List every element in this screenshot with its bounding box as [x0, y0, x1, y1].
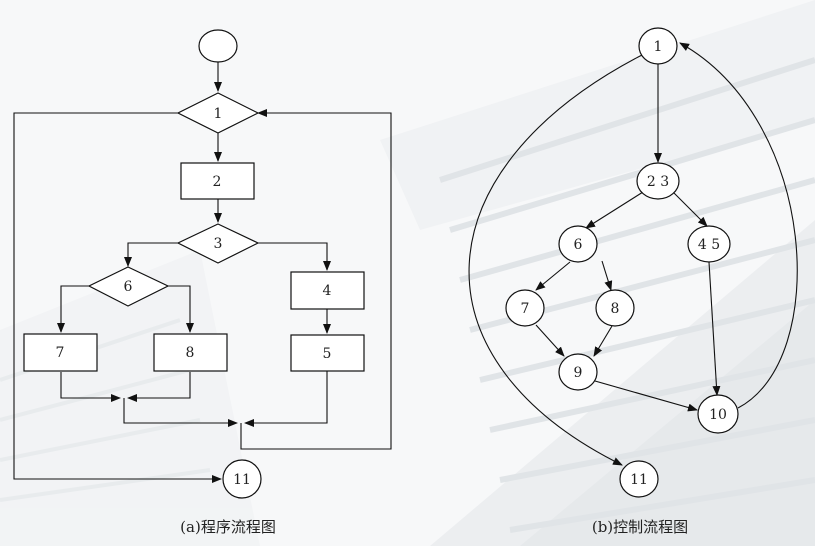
edge-45-10 — [708, 261, 721, 396]
program-flowchart: 1 2 3 4 5 6 7 — [13, 29, 392, 536]
edge-5-join — [244, 371, 328, 427]
cfg-node-4-5: 4 5 — [687, 225, 731, 263]
process-node-7: 7 — [23, 333, 98, 372]
cfg-node-10: 10 — [697, 394, 739, 434]
svg-text:7: 7 — [521, 301, 530, 317]
edge-3-4 — [258, 242, 331, 271]
edge-9-10 — [594, 380, 698, 412]
svg-text:4: 4 — [323, 283, 332, 299]
process-node-2: 2 — [180, 162, 255, 200]
svg-text:4 5: 4 5 — [698, 237, 720, 253]
caption-control-flow-graph: (b)控制流程图 — [592, 518, 688, 536]
edge-merge-join — [123, 398, 238, 427]
edge-23-6 — [585, 191, 644, 229]
edge-7-merge — [60, 372, 121, 402]
edge-6-8 — [168, 285, 194, 333]
svg-text:6: 6 — [574, 237, 583, 253]
cfg-node-2-3: 2 3 — [636, 162, 680, 200]
svg-text:10: 10 — [709, 407, 727, 423]
edge-10-1 — [679, 42, 798, 409]
edge-loop-back-1 — [240, 109, 392, 450]
svg-text:7: 7 — [56, 345, 65, 361]
edge-7-9 — [535, 324, 565, 357]
svg-text:5: 5 — [323, 346, 332, 362]
svg-text:2: 2 — [213, 174, 222, 190]
decision-node-1: 1 — [176, 92, 260, 134]
edge-23-45 — [672, 191, 708, 227]
process-node-8: 8 — [153, 333, 228, 372]
process-node-4: 4 — [290, 271, 365, 310]
caption-program-flowchart: (a)程序流程图 — [180, 518, 276, 536]
start-node — [198, 29, 238, 63]
svg-text:11: 11 — [630, 472, 648, 488]
svg-text:8: 8 — [186, 345, 195, 361]
edge-1-11 — [468, 54, 643, 466]
cfg-node-11: 11 — [619, 460, 659, 498]
control-flow-graph: 1 2 3 6 4 5 7 8 — [468, 27, 798, 536]
svg-text:8: 8 — [611, 301, 620, 317]
decision-node-3: 3 — [176, 223, 260, 264]
svg-text:1: 1 — [214, 106, 223, 122]
edge-1-11 — [13, 112, 222, 483]
edge-3-6 — [124, 242, 178, 267]
svg-text:2 3: 2 3 — [647, 174, 669, 190]
svg-text:11: 11 — [233, 472, 251, 488]
svg-text:3: 3 — [214, 236, 223, 252]
edge-6-7 — [57, 285, 89, 333]
svg-text:9: 9 — [574, 365, 583, 381]
end-node-11: 11 — [222, 459, 262, 499]
edge-6-8 — [601, 260, 613, 291]
edge-6-7 — [535, 261, 571, 291]
cfg-node-8: 8 — [595, 289, 635, 327]
svg-text:6: 6 — [124, 279, 133, 295]
cfg-node-1: 1 — [638, 27, 678, 65]
cfg-node-9: 9 — [558, 353, 598, 391]
edge-8-9 — [593, 325, 613, 357]
cfg-node-7: 7 — [505, 289, 545, 327]
svg-text:1: 1 — [654, 39, 663, 55]
cfg-node-6: 6 — [558, 225, 598, 263]
edge-8-merge — [127, 372, 191, 402]
process-node-5: 5 — [290, 334, 365, 372]
decision-node-6: 6 — [87, 266, 170, 307]
